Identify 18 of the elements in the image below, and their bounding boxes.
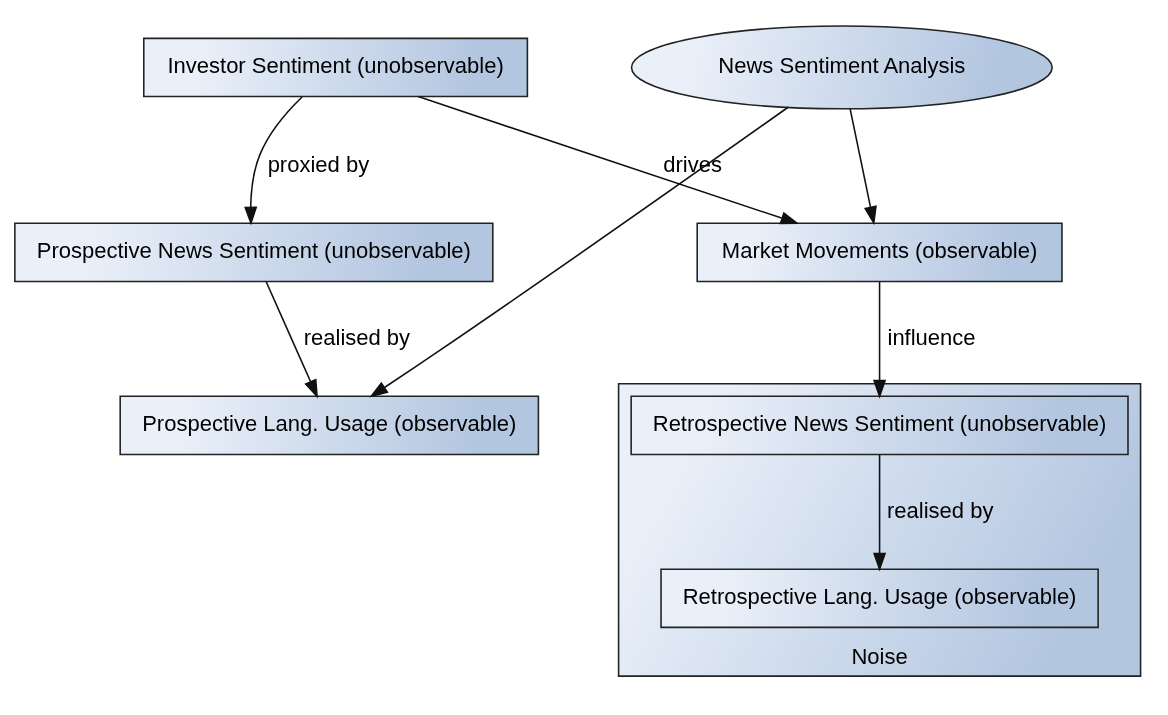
node-ellipse: News Sentiment Analysis [630,25,1053,110]
edge-label: realised by [303,324,411,350]
arrow [872,281,887,399]
node-box: Retrospective News Sentiment (unobservable) [630,395,1129,456]
arrow [369,106,789,398]
edge-label: influence [887,324,976,350]
arrow [849,108,877,226]
node-box: Investor Sentiment (unobservable) [143,37,529,98]
node-box: Prospective News Sentiment (unobservable) [14,222,494,283]
edge-label: proxied by [267,151,370,177]
arrow [244,96,303,226]
node-box: Market Movements (observable) [696,222,1063,283]
arrow [872,454,887,572]
node-box: Prospective Lang. Usage (observable) [119,395,540,456]
edge-label: realised by [886,497,994,523]
arrow [265,281,319,399]
node-box: Retrospective Lang. Usage (observable) [660,568,1099,629]
arrow [417,95,800,225]
